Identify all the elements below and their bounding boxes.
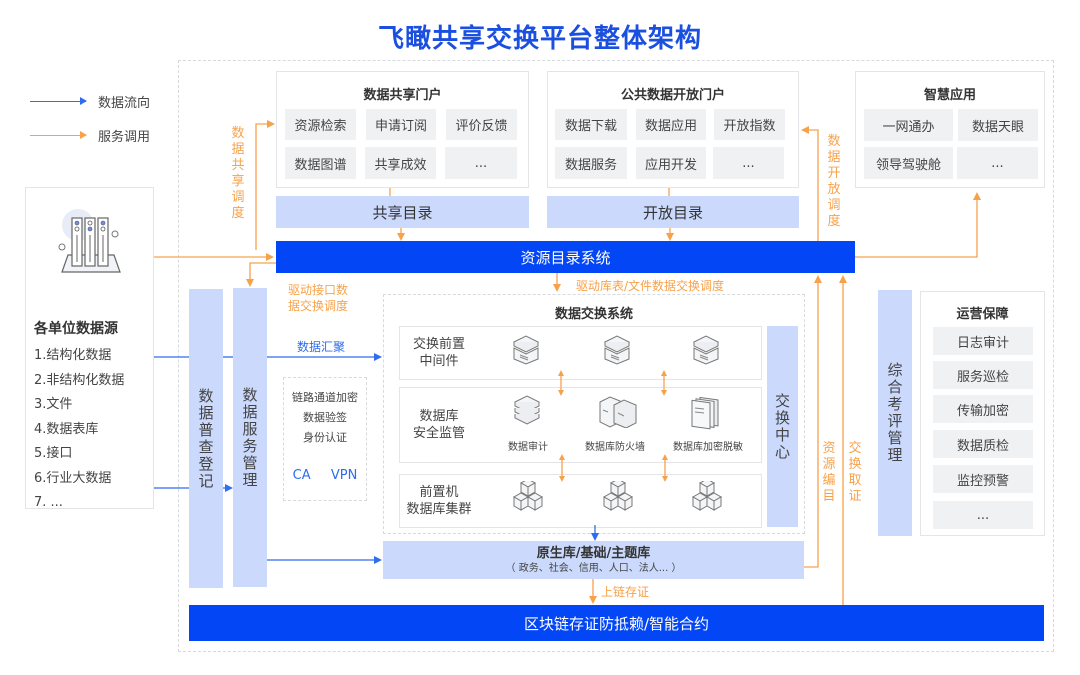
db-firewall-icon <box>598 394 638 432</box>
share-portal-panel: 数据共享门户 资源检索 申请订阅 评价反馈 数据图谱 共享成效 ... <box>276 71 529 188</box>
share-portal-cell[interactable]: 数据图谱 <box>285 147 356 179</box>
legend-label: 数据流向 <box>98 96 151 111</box>
row-label: 交换前置 中间件 <box>412 337 465 369</box>
security-item: 链路通道加密 <box>292 391 358 404</box>
legend-label: 服务调用 <box>98 130 151 145</box>
protocol-ca: CA <box>292 468 311 483</box>
sources-title: 各单位数据源 <box>34 321 118 337</box>
smart-app-cell[interactable]: 一网通办 <box>864 109 953 141</box>
table-dispatch-label: 驱动库表/文件数据交换调度 <box>576 279 725 293</box>
open-portal-cell[interactable]: 数据应用 <box>636 109 706 140</box>
middleware-server-icon <box>512 333 540 369</box>
share-portal-cell[interactable]: 评价反馈 <box>446 109 517 140</box>
exchange-system-title: 数据交换系统 <box>554 307 633 322</box>
exchange-evidence-label: 交换取证 <box>848 441 862 504</box>
share-catalog[interactable]: 共享目录 <box>276 196 529 228</box>
data-aggregation-label: 数据汇聚 <box>297 340 346 354</box>
smart-app-cell[interactable]: 领导驾驶舱 <box>864 147 953 179</box>
open-portal-cell[interactable]: 开放指数 <box>714 109 785 140</box>
share-portal-cell[interactable]: 申请订阅 <box>366 109 436 140</box>
middleware-server-icon <box>692 333 720 369</box>
smart-app-cell[interactable]: ... <box>957 147 1038 179</box>
share-portal-title: 数据共享门户 <box>363 88 442 103</box>
cube-cluster-icon <box>599 478 637 519</box>
sources-list: 1.结构化数据 2.非结构化数据 3.文件 4.数据表库 5.接口 6.行业大数… <box>34 344 124 516</box>
base-topic-database[interactable]: 原生库/基础/主题库 （ 政务、社会、信用、人口、法人... ） <box>383 541 804 579</box>
share-dispatch-label: 数据共享调度 <box>231 126 245 221</box>
db-encrypt-mask-icon <box>690 394 722 434</box>
orange-arrow-icon <box>30 132 87 139</box>
ops-item[interactable]: 监控预警 <box>933 465 1033 493</box>
smart-apps-title: 智慧应用 <box>923 88 976 103</box>
open-portal-cell[interactable]: 应用开发 <box>636 147 706 179</box>
open-portal-cell[interactable]: ... <box>713 147 784 179</box>
icon-caption: 数据库防火墙 <box>585 442 645 453</box>
blue-arrow-icon <box>30 98 87 105</box>
security-item: 数据验签 <box>303 411 347 424</box>
cube-cluster-icon <box>688 478 726 519</box>
ops-panel: 运营保障 日志审计 服务巡检 传输加密 数据质检 监控预警 ... <box>920 291 1045 536</box>
row-label: 前置机 数据库集群 <box>406 485 472 517</box>
icon-caption: 数据库加密脱敏 <box>673 442 743 453</box>
share-portal-cell[interactable]: ... <box>445 147 517 179</box>
open-portal-title: 公共数据开放门户 <box>620 88 725 103</box>
smart-apps-panel: 智慧应用 一网通办 数据天眼 领导驾驶舱 ... <box>855 71 1045 188</box>
legend-item-service-call: 服务调用 <box>30 126 150 145</box>
interface-dispatch-label: 驱动接口数据交换调度 <box>288 283 349 313</box>
security-box: 链路通道加密 数据验签 身份认证 CA VPN <box>283 377 367 501</box>
ops-title: 运营保障 <box>956 307 1009 322</box>
source-item: 3.文件 <box>34 397 73 412</box>
ops-item[interactable]: 服务巡检 <box>933 361 1033 389</box>
evaluation-label: 综合考评管理 <box>885 362 904 464</box>
share-portal-cell[interactable]: 资源检索 <box>285 109 356 140</box>
ops-item[interactable]: ... <box>933 501 1033 529</box>
source-item: 1.结构化数据 <box>34 348 112 363</box>
data-service-management[interactable]: 数据服务管理 <box>233 288 267 587</box>
exchange-center[interactable]: 交换中心 <box>767 326 798 527</box>
row-label: 数据库 安全监管 <box>412 409 465 441</box>
smart-app-cell[interactable]: 数据天眼 <box>958 109 1038 141</box>
protocol-vpn: VPN <box>330 468 358 483</box>
open-dispatch-label: 数据开放调度 <box>827 134 841 229</box>
middleware-server-icon <box>603 333 631 369</box>
blockchain-bar[interactable]: 区块链存证防抵赖/智能合约 <box>189 605 1044 641</box>
resource-catalog-system[interactable]: 资源目录系统 <box>276 241 855 273</box>
base-db-subtitle: （ 政务、社会、信用、人口、法人... ） <box>505 562 682 574</box>
open-catalog[interactable]: 开放目录 <box>547 196 799 228</box>
source-item: 2.非结构化数据 <box>34 372 125 388</box>
exchange-center-label: 交换中心 <box>773 392 791 461</box>
data-census-registration[interactable]: 数据普查登记 <box>189 289 223 588</box>
service-mgmt-label: 数据服务管理 <box>240 386 259 489</box>
platform-frame <box>178 60 1054 652</box>
census-label: 数据普查登记 <box>196 387 215 490</box>
open-portal-cell[interactable]: 数据下载 <box>555 109 627 140</box>
page-title: 飞瞰共享交换平台整体架构 <box>377 24 702 54</box>
ops-item[interactable]: 日志审计 <box>933 327 1033 355</box>
ops-item[interactable]: 传输加密 <box>933 395 1033 423</box>
icon-caption: 数据审计 <box>508 442 548 453</box>
source-item: 7. ... <box>34 495 63 510</box>
ops-item[interactable]: 数据质检 <box>933 430 1033 458</box>
data-audit-icon <box>513 394 541 430</box>
evaluation-management[interactable]: 综合考评管理 <box>878 290 912 536</box>
cube-cluster-icon <box>509 478 547 519</box>
open-portal-cell[interactable]: 数据服务 <box>555 147 627 179</box>
server-rack-icon <box>54 200 124 280</box>
base-db-title: 原生库/基础/主题库 <box>536 545 651 561</box>
source-item: 5.接口 <box>34 446 73 461</box>
source-item: 6.行业大数据 <box>34 470 112 486</box>
source-item: 4.数据表库 <box>34 421 99 437</box>
security-item: 身份认证 <box>303 431 347 444</box>
open-portal-panel: 公共数据开放门户 数据下载 数据应用 开放指数 数据服务 应用开发 ... <box>547 71 799 188</box>
resource-cataloging-label: 资源编目 <box>822 441 836 504</box>
share-portal-cell[interactable]: 共享成效 <box>365 147 436 179</box>
data-sources-panel: 各单位数据源 1.结构化数据 2.非结构化数据 3.文件 4.数据表库 5.接口… <box>25 187 154 510</box>
legend-item-data-flow: 数据流向 <box>30 92 150 111</box>
chain-evidence-label: 上链存证 <box>601 585 650 599</box>
